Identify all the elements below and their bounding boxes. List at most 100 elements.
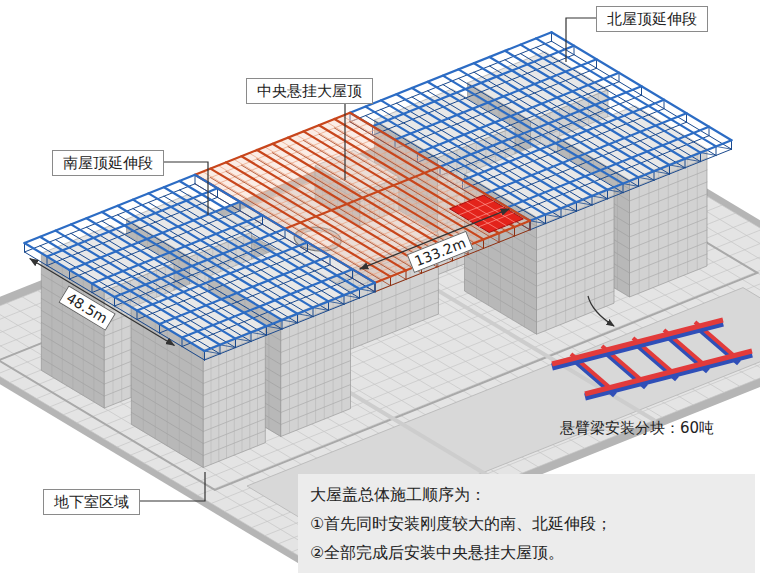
mullion (242, 335, 243, 452)
roof-web (607, 190, 608, 199)
roof-diagonal (298, 314, 314, 317)
mullion (677, 161, 678, 278)
callout-box: 北屋顶延伸段 (596, 6, 708, 32)
roof-web (204, 351, 205, 360)
cantilever-block (552, 320, 752, 397)
mullion (218, 344, 219, 461)
roof-web (251, 332, 252, 341)
roof-main-beam (195, 175, 375, 283)
roof-main-beam (211, 169, 391, 277)
mullion (226, 341, 227, 458)
caption-text: 悬臂梁安装分块：60吨 (560, 418, 714, 438)
note-box: 大屋盖总体施工顺序为：①首先同时安装刚度较大的南、北延伸段；②全部完成后安装中央… (298, 474, 755, 573)
roof-web (530, 221, 531, 230)
roof-web (592, 196, 593, 205)
leader-lines (140, 18, 614, 501)
roof-beam (536, 38, 716, 146)
roof-web (220, 345, 221, 354)
mullion (268, 312, 269, 429)
roof-web (406, 270, 407, 279)
roof-beam (443, 76, 623, 184)
mullion (524, 210, 525, 327)
roof-bottom-chord (56, 240, 236, 348)
leader-line (344, 102, 345, 180)
mullion (179, 336, 180, 453)
roof-beam (521, 45, 701, 153)
mullion (51, 260, 52, 377)
long-beam (552, 320, 723, 364)
mullion (594, 194, 595, 311)
callout-box: 地下室区域 (43, 489, 140, 515)
callout-text: ①首先同时安装刚度较大的南、北延伸段； (310, 509, 743, 538)
roof-main-beam (226, 162, 406, 270)
leader-arrow (588, 296, 614, 326)
roof-diagonal (561, 208, 577, 211)
roof-web (545, 215, 546, 224)
long-beam (585, 351, 752, 394)
callout-text: 地下室区域 (54, 493, 129, 511)
mullion (565, 206, 566, 323)
roof-web (328, 301, 329, 310)
mullion (249, 332, 250, 449)
roof-diagonal (685, 159, 701, 162)
roof-bottom-chord (40, 246, 220, 354)
roof-main-beam (273, 144, 453, 252)
mullion (341, 295, 342, 412)
roof-web (375, 283, 376, 292)
roof-beam (40, 237, 220, 345)
roof-beam (87, 218, 267, 326)
mullion (668, 165, 669, 282)
roof-web (390, 277, 391, 286)
mullion (191, 343, 192, 460)
roof-beam (474, 63, 654, 171)
roof-web (716, 146, 717, 155)
roof-web (530, 221, 531, 230)
roof-beam (552, 32, 732, 140)
roof-main-beam (350, 113, 530, 221)
cantilever-location (450, 195, 524, 232)
mullion (315, 306, 316, 423)
mullion (324, 302, 325, 419)
mullion (546, 213, 547, 330)
roof-web (654, 171, 655, 180)
roof-web (359, 289, 360, 298)
mullion (617, 173, 618, 290)
roof-main-beam (242, 156, 422, 264)
roof-beam (459, 69, 639, 177)
roof-beam (118, 206, 298, 314)
roof-beam (505, 51, 685, 159)
roof-diagonal (608, 190, 624, 193)
roof-web (297, 314, 298, 323)
mullion (155, 322, 156, 439)
roof-secondary-line (350, 113, 530, 221)
mullion (697, 153, 698, 270)
roof-diagonal (670, 165, 686, 168)
roof-diagonal (205, 351, 221, 354)
roof-diagonal (313, 308, 329, 311)
roof-diagonal (220, 345, 236, 348)
mullion (639, 176, 640, 293)
roof-bottom-chord (205, 292, 376, 360)
roof-web (499, 233, 500, 242)
roof-diagonal (282, 320, 298, 323)
roof-beam (149, 193, 329, 301)
mullion (257, 329, 258, 446)
roof-web (530, 221, 531, 230)
roof-web (731, 140, 732, 149)
roof-diagonal (716, 146, 732, 149)
mullion (333, 299, 334, 416)
mullion (604, 190, 605, 307)
roof-diagonal (546, 215, 562, 218)
roof-web (623, 184, 624, 193)
roof-web (638, 177, 639, 186)
roof-web (561, 208, 562, 217)
roof-web (375, 283, 376, 292)
mullion (298, 313, 299, 430)
mullion (687, 157, 688, 274)
mullion (62, 266, 63, 383)
mullion (575, 202, 576, 319)
roof-beam (133, 200, 313, 308)
roof-web (266, 326, 267, 335)
mullion (648, 172, 649, 289)
